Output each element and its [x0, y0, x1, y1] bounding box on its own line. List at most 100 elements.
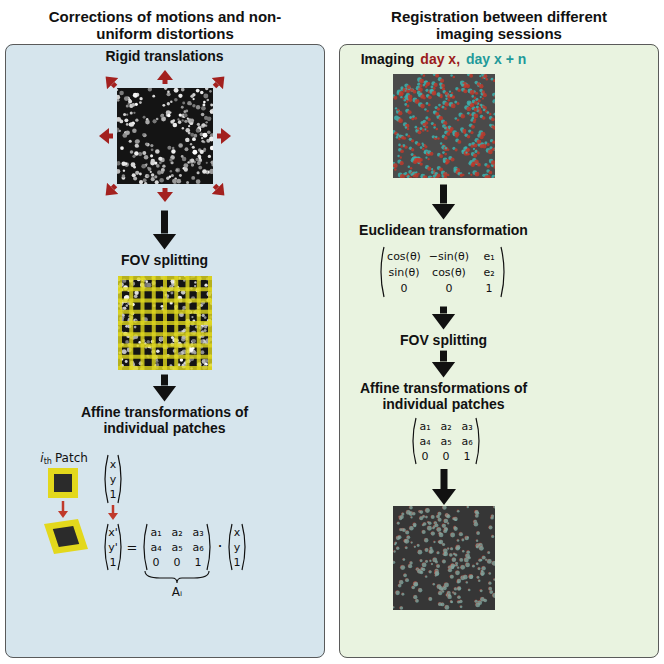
cell-dot: [494, 176, 495, 178]
cell-dot: [164, 88, 168, 90]
cell-dot: [474, 114, 479, 119]
cell-dot: [407, 85, 411, 89]
cell-dot: [203, 101, 206, 104]
cell-dot: [452, 95, 455, 98]
cell-dot: [444, 136, 448, 140]
cell-dot: [129, 140, 132, 143]
cell-dot: [424, 108, 427, 111]
cell-dot: [444, 582, 449, 587]
transform-arrow: [112, 505, 115, 513]
cell-dot: [491, 561, 495, 566]
cell-dot: [117, 128, 119, 133]
patch-label: th: [44, 458, 52, 466]
cell-dot: [437, 540, 440, 543]
cell-dot: [203, 94, 208, 99]
cell-dot: [403, 573, 407, 577]
patch-label: Patch: [55, 452, 88, 464]
cell-dot: [430, 563, 432, 565]
cell-dot: [405, 126, 407, 128]
cell-dot: [425, 508, 430, 513]
cell-dot: [398, 118, 403, 123]
cell-dot: [462, 129, 466, 133]
cell-dot: [480, 569, 482, 571]
cell-dot: [485, 78, 488, 81]
cell-dot: [405, 124, 409, 128]
cell-dot: [438, 539, 442, 543]
cell-dot: [450, 547, 453, 550]
cell-dot: [476, 545, 479, 548]
cell-dot: [487, 143, 490, 146]
cell-dot: [454, 553, 457, 556]
cell-dot: [433, 126, 435, 128]
cell-dot: [445, 98, 447, 100]
cell-dot: [190, 133, 194, 137]
cell-dot: [450, 533, 455, 538]
cell-dot: [138, 152, 142, 156]
cell-dot: [190, 95, 194, 99]
cell-dot: [179, 113, 182, 116]
cell-dot: [422, 129, 425, 132]
cell-dot: [151, 173, 155, 177]
matrix-entry: 1: [464, 451, 471, 462]
cell-dot: [482, 105, 484, 107]
cell-dot: [425, 575, 427, 577]
cell-dot: [455, 564, 457, 566]
cell-dot: [416, 544, 419, 547]
cell-dot: [443, 172, 447, 176]
cell-dot: [405, 546, 408, 549]
cell-dot: [198, 166, 202, 170]
cell-dot: [442, 506, 446, 510]
cell-dot: [151, 148, 154, 151]
cell-dot: [419, 79, 424, 84]
cell-dot: [132, 155, 135, 158]
cell-dot: [468, 588, 471, 591]
cell-dot: [442, 106, 445, 109]
transform-arrow: [62, 501, 65, 511]
cell-dot: [433, 583, 435, 585]
cell-dot: [488, 581, 491, 584]
cell-dot: [155, 180, 159, 184]
patch-label: i: [40, 452, 43, 464]
cell-dot: [185, 138, 189, 142]
matrix-bracket: [501, 247, 504, 297]
cell-dot: [178, 143, 183, 148]
cell-dot: [424, 548, 428, 552]
cell-dot: [417, 549, 422, 554]
cell-dot: [457, 595, 461, 599]
cell-dot: [196, 89, 200, 93]
matrix-bracket: [242, 524, 245, 570]
cell-dot: [437, 107, 440, 110]
cell-dot: [135, 139, 139, 143]
cell-dot: [159, 161, 162, 164]
cell-dot: [148, 167, 152, 171]
cell-dot: [480, 104, 482, 106]
dot-operator: ·: [217, 539, 222, 555]
cell-dot: [192, 104, 195, 107]
translation-arrow: [214, 185, 217, 188]
cell-dot: [410, 516, 412, 518]
cell-dot: [449, 553, 453, 557]
cell-dot: [425, 548, 429, 552]
cell-dot: [170, 101, 173, 104]
cell-dot: [424, 538, 428, 542]
cell-dot: [491, 535, 494, 538]
cell-dot: [457, 539, 460, 542]
cell-dot: [201, 124, 205, 128]
cell-dot: [457, 595, 461, 599]
cell-dot: [493, 165, 495, 169]
cell-dot: [451, 557, 455, 561]
cell-dot: [402, 528, 406, 532]
cell-dot: [454, 527, 458, 531]
cell-dot: [139, 101, 142, 104]
cell-dot: [130, 150, 134, 154]
cell-dot: [450, 565, 454, 569]
cell-dot: [412, 522, 416, 526]
cell-dot: [438, 602, 442, 606]
cell-dot: [453, 553, 455, 555]
cell-dot: [454, 117, 457, 120]
cell-dot: [468, 153, 470, 155]
cell-dot: [447, 594, 451, 598]
cell-dot: [437, 512, 441, 516]
cell-dot: [478, 559, 481, 562]
cell-dot: [122, 349, 127, 354]
